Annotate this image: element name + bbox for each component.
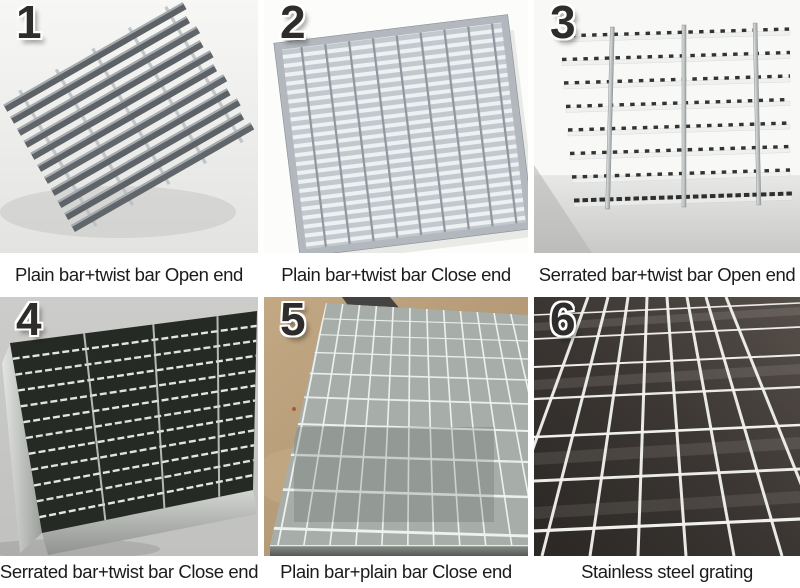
product-cell-4: 4 Serrated bar+twist bar Close end — [0, 297, 258, 588]
photo-stainless-steel-grating: 6 — [534, 297, 800, 556]
photo-plain-bar-twist-bar-open-end: 1 — [0, 0, 258, 253]
item-number: 6 — [550, 297, 576, 345]
photo-plain-bar-plain-bar-close-end: 5 — [264, 297, 528, 556]
item-caption: Plain bar+twist bar Open end — [0, 253, 258, 297]
product-cell-3: 3 Serrated bar+twist bar Open end — [534, 0, 800, 297]
photo-plain-bar-twist-bar-close-end: 2 — [264, 0, 528, 253]
item-number: 2 — [280, 0, 306, 48]
grating-illustration — [0, 297, 258, 556]
product-cell-2: 2 Plain bar+twist bar Close end — [264, 0, 528, 297]
item-caption: Plain bar+twist bar Close end — [264, 253, 528, 297]
item-number: 5 — [280, 297, 306, 345]
item-caption: Stainless steel grating — [534, 556, 800, 588]
item-number: 4 — [16, 297, 42, 345]
photo-serrated-bar-twist-bar-close-end: 4 — [0, 297, 258, 556]
item-caption: Plain bar+plain bar Close end — [264, 556, 528, 588]
item-caption: Serrated bar+twist bar Open end — [534, 253, 800, 297]
product-cell-5: 5 Plain bar+plain bar Close end — [264, 297, 528, 588]
photo-serrated-bar-twist-bar-open-end: 3 — [534, 0, 800, 253]
grating-illustration — [534, 0, 800, 253]
item-number: 3 — [550, 0, 576, 48]
grating-illustration — [534, 297, 800, 556]
product-cell-6: 6 Stainless steel grating — [534, 297, 800, 588]
grating-illustration — [0, 0, 258, 253]
product-cell-1: 1 Plain bar+twist bar Open end — [0, 0, 258, 297]
grating-illustration — [264, 0, 528, 253]
grating-illustration — [264, 297, 528, 556]
item-caption: Serrated bar+twist bar Close end — [0, 556, 258, 588]
item-number: 1 — [16, 0, 42, 48]
